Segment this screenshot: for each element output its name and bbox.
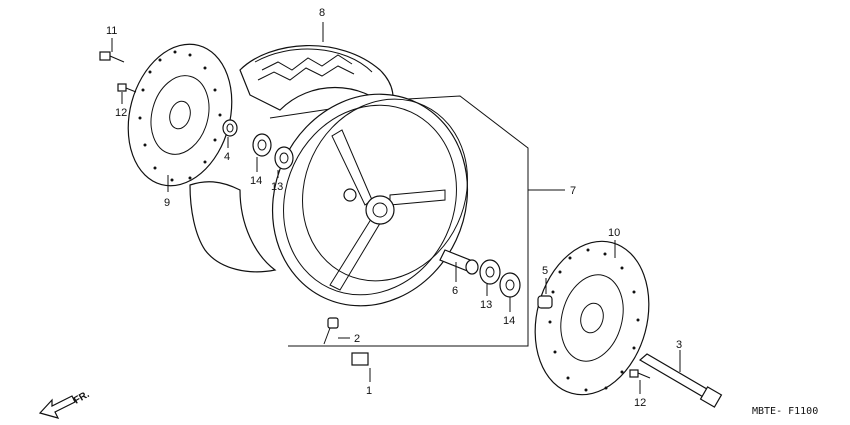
callout-14-right: 14 bbox=[503, 315, 515, 327]
callout-14-left: 14 bbox=[250, 175, 262, 187]
weight-1 bbox=[351, 352, 369, 366]
bearing-13-left bbox=[274, 146, 294, 170]
bearing-14-right bbox=[499, 272, 521, 298]
brake-disc-left bbox=[127, 43, 233, 187]
diagram-code: MBTE- F1100 bbox=[752, 406, 818, 417]
bolt-12-right bbox=[629, 369, 651, 379]
callout-4: 4 bbox=[224, 151, 230, 163]
brake-disc-right bbox=[534, 240, 650, 396]
axle bbox=[638, 353, 723, 408]
callout-3: 3 bbox=[676, 339, 682, 351]
callout-1: 1 bbox=[366, 385, 372, 397]
tire bbox=[189, 45, 394, 273]
callout-5: 5 bbox=[542, 265, 548, 277]
callout-7: 7 bbox=[570, 185, 576, 197]
callout-10: 10 bbox=[608, 227, 620, 239]
collar-4 bbox=[222, 119, 238, 137]
callout-13-left: 13 bbox=[271, 181, 283, 193]
callout-9: 9 bbox=[164, 197, 170, 209]
front-direction-arrow bbox=[38, 395, 76, 419]
bearing-14-left bbox=[252, 133, 272, 157]
collar-5 bbox=[537, 295, 553, 309]
callout-12-right: 12 bbox=[634, 397, 646, 409]
bearing-13-right bbox=[479, 259, 501, 285]
callout-6: 6 bbox=[452, 285, 458, 297]
callout-11: 11 bbox=[106, 25, 117, 37]
valve-2 bbox=[323, 317, 339, 345]
direction-label: FR. bbox=[72, 389, 92, 407]
callout-12-left: 12 bbox=[115, 107, 127, 119]
callout-8: 8 bbox=[319, 7, 325, 19]
callout-2: 2 bbox=[354, 333, 360, 345]
callout-13-right: 13 bbox=[480, 299, 492, 311]
spacer-6 bbox=[439, 249, 479, 275]
bolt-11 bbox=[99, 51, 125, 63]
bolt-12-left bbox=[117, 83, 137, 93]
